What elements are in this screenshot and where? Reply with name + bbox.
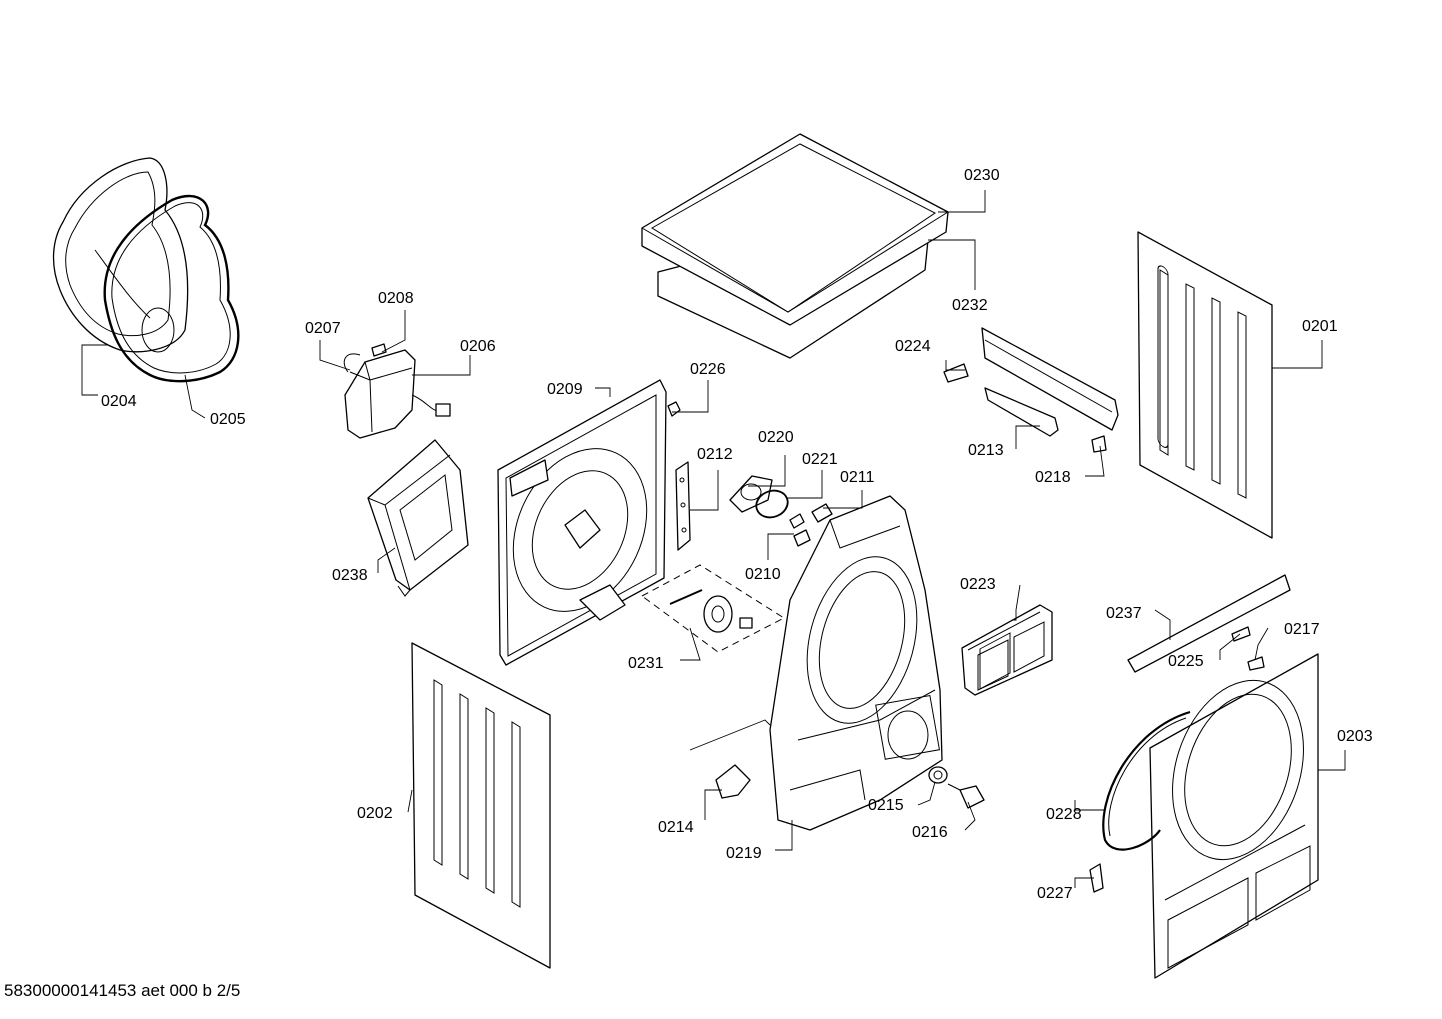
- label-0225: 0225: [1168, 653, 1204, 670]
- label-0203: 0203: [1337, 728, 1373, 745]
- door-gasket: [103, 194, 240, 383]
- label-0237: 0237: [1106, 605, 1142, 622]
- label-0204: 0204: [101, 393, 137, 410]
- label-0238: 0238: [332, 567, 368, 584]
- left-side-panel: [411, 642, 551, 969]
- label-0226: 0226: [690, 361, 726, 378]
- label-0228: 0228: [1046, 806, 1082, 823]
- small-latch: [1231, 626, 1251, 642]
- label-0217: 0217: [1284, 621, 1320, 638]
- label-0210: 0210: [745, 566, 781, 583]
- label-0209: 0209: [547, 381, 583, 398]
- air-duct: [367, 439, 469, 597]
- hinge-clip: [1247, 656, 1265, 671]
- label-0221: 0221: [802, 451, 838, 468]
- fluff-filter: [961, 604, 1053, 696]
- label-0216: 0216: [912, 824, 948, 841]
- door-catch: [1089, 863, 1104, 893]
- label-0219: 0219: [726, 845, 762, 862]
- small-clip: [667, 401, 681, 417]
- label-0202: 0202: [357, 805, 393, 822]
- knob: [928, 766, 948, 784]
- fan-housing-cover: [729, 475, 773, 513]
- document-footer-code: 58300000141453 aet 000 b 2/5: [4, 981, 241, 1000]
- door-ring-gasket: [1102, 710, 1191, 851]
- label-0224: 0224: [895, 338, 931, 355]
- bracket-strip: [675, 461, 691, 551]
- control-module: [343, 343, 451, 439]
- label-0230: 0230: [964, 167, 1000, 184]
- rear-wall: [497, 379, 667, 666]
- label-0213: 0213: [968, 442, 1004, 459]
- label-0211: 0211: [840, 469, 875, 486]
- pulley-assembly: [641, 564, 786, 653]
- label-0231: 0231: [628, 655, 664, 672]
- seal-ring: [755, 489, 789, 519]
- bearing-shield-frame: [769, 495, 943, 831]
- label-0201: 0201: [1302, 318, 1338, 335]
- label-0212: 0212: [697, 446, 733, 463]
- label-0218: 0218: [1035, 469, 1071, 486]
- label-0207: 0207: [305, 320, 341, 337]
- part-labels: 0230 0232 0201 0224 0213 0218 0207 0208 …: [101, 167, 1373, 902]
- base-rail: [1127, 574, 1291, 673]
- panel-bracket: [943, 327, 1119, 453]
- label-0223: 0223: [960, 576, 996, 593]
- label-0227: 0227: [1037, 885, 1073, 902]
- label-0215: 0215: [868, 797, 904, 814]
- right-side-panel: [1137, 231, 1273, 539]
- leader-lines: [81, 190, 1346, 888]
- label-0214: 0214: [658, 819, 694, 836]
- top-cover: [641, 133, 949, 359]
- label-0205: 0205: [210, 411, 246, 428]
- sensor-plug: [789, 503, 833, 547]
- pump-cap: [715, 764, 751, 799]
- label-0232: 0232: [952, 297, 988, 314]
- label-0220: 0220: [758, 429, 794, 446]
- front-panel: [1149, 653, 1319, 979]
- label-0208: 0208: [378, 290, 414, 307]
- label-0206: 0206: [460, 338, 496, 355]
- plug-adapter: [947, 783, 985, 809]
- door-seal-ring: [52, 157, 189, 353]
